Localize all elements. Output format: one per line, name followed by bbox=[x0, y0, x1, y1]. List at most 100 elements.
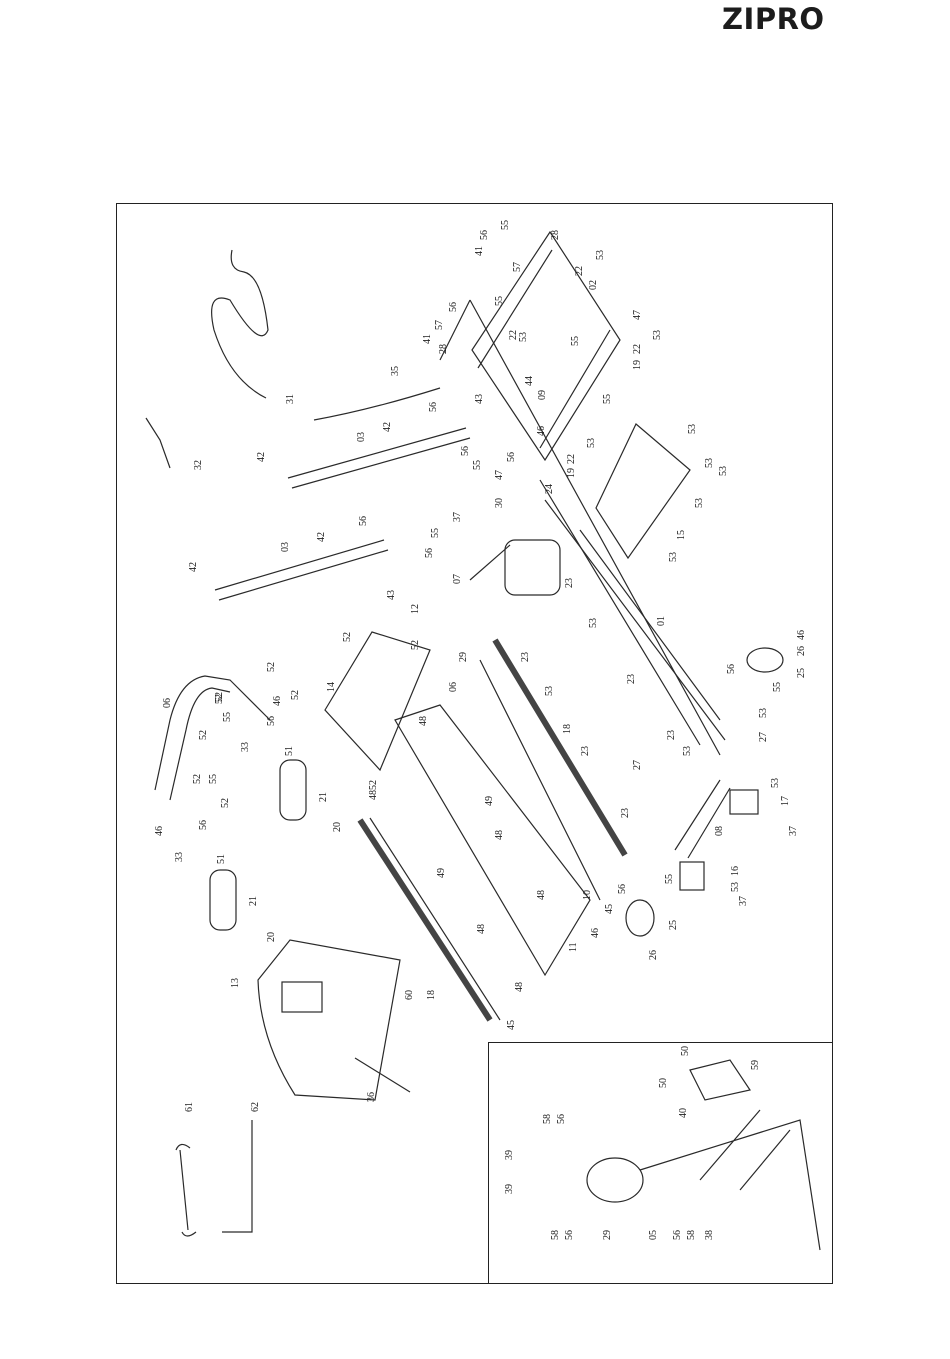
inset-bracket bbox=[689, 1059, 751, 1101]
tube-21b bbox=[209, 869, 237, 931]
handlebar-06-inner bbox=[169, 687, 231, 801]
brand-logo: ZIPRO bbox=[722, 2, 825, 36]
part-label: 06 bbox=[448, 682, 459, 692]
part-label: 60 bbox=[404, 990, 415, 1000]
wrench-61 bbox=[175, 1143, 197, 1237]
console-13 bbox=[257, 939, 401, 1101]
part-label: 55 bbox=[494, 296, 505, 306]
power-cord bbox=[211, 249, 269, 399]
roller-07 bbox=[469, 544, 511, 581]
part-label: 52 bbox=[198, 730, 209, 740]
part-label: 29 bbox=[602, 1230, 613, 1240]
part-label: 53 bbox=[586, 438, 597, 448]
part-label: 52 bbox=[192, 774, 203, 784]
part-label: 11 bbox=[568, 942, 579, 952]
part-label: 55 bbox=[208, 774, 219, 784]
part-label: 46 bbox=[796, 630, 807, 640]
allen-key-62 bbox=[222, 1120, 253, 1233]
motor-detail-inset bbox=[488, 1042, 833, 1284]
part-label: 33 bbox=[174, 852, 185, 862]
cap-16 bbox=[679, 861, 705, 891]
inset-frame bbox=[639, 1109, 821, 1251]
part-label: 52 bbox=[220, 798, 231, 808]
part-label: 03 bbox=[280, 542, 291, 552]
part-label: 12 bbox=[410, 604, 421, 614]
part-label: 07 bbox=[452, 574, 463, 584]
part-label: 27 bbox=[758, 732, 769, 742]
part-label: 59 bbox=[750, 1060, 761, 1070]
part-label: 32 bbox=[193, 460, 204, 470]
part-label: 58 bbox=[542, 1114, 553, 1124]
part-label: 55 bbox=[472, 460, 483, 470]
part-label: 53 bbox=[588, 618, 599, 628]
part-label: 23 bbox=[626, 674, 637, 684]
part-label: 23 bbox=[520, 652, 531, 662]
part-label: 47 bbox=[632, 310, 643, 320]
part-label: 20 bbox=[332, 822, 343, 832]
wire-35 bbox=[313, 387, 441, 421]
part-label: 18 bbox=[426, 990, 437, 1000]
part-label: 53 bbox=[544, 686, 555, 696]
part-label: 19 bbox=[632, 360, 643, 370]
part-label: 53 bbox=[668, 552, 679, 562]
part-label: 08 bbox=[714, 826, 725, 836]
part-label: 53 bbox=[687, 424, 698, 434]
part-label: 48 bbox=[368, 790, 379, 800]
part-label: 56 bbox=[506, 452, 517, 462]
part-label: 58 bbox=[686, 1230, 697, 1240]
part-label: 13 bbox=[230, 978, 241, 988]
part-label: 23 bbox=[580, 746, 591, 756]
console-display bbox=[281, 981, 323, 1013]
part-label: 57 bbox=[512, 262, 523, 272]
part-label: 56 bbox=[672, 1230, 683, 1240]
part-label: 37 bbox=[738, 896, 749, 906]
part-label: 22 bbox=[632, 344, 643, 354]
part-label: 56 bbox=[198, 820, 209, 830]
part-label: 55 bbox=[602, 394, 613, 404]
deck-rail-45 bbox=[369, 659, 601, 1021]
part-label: 45 bbox=[604, 904, 615, 914]
part-label: 25 bbox=[668, 920, 679, 930]
diagram-frame bbox=[116, 203, 833, 1284]
part-label: 21 bbox=[248, 896, 259, 906]
part-label: 23 bbox=[564, 578, 575, 588]
part-label: 24 bbox=[544, 484, 555, 494]
part-label: 09 bbox=[537, 390, 548, 400]
part-label: 14 bbox=[326, 682, 337, 692]
part-label: 48 bbox=[476, 924, 487, 934]
part-label: 56 bbox=[448, 302, 459, 312]
part-label: 46 bbox=[590, 928, 601, 938]
part-label: 53 bbox=[694, 498, 705, 508]
part-label: 39 bbox=[504, 1184, 515, 1194]
part-label: 56 bbox=[564, 1230, 575, 1240]
part-label: 31 bbox=[285, 394, 296, 404]
part-label: 36 bbox=[366, 1092, 377, 1102]
part-label: 53 bbox=[758, 708, 769, 718]
part-label: 53 bbox=[770, 778, 781, 788]
part-label: 33 bbox=[240, 742, 251, 752]
part-label: 44 bbox=[524, 376, 535, 386]
handlebar-06 bbox=[154, 675, 271, 791]
part-label: 42 bbox=[316, 532, 327, 542]
part-label: 35 bbox=[390, 366, 401, 376]
part-label: 50 bbox=[658, 1078, 669, 1088]
part-label: 51 bbox=[284, 746, 295, 756]
part-label: 48 bbox=[536, 890, 547, 900]
part-label: 49 bbox=[484, 796, 495, 806]
part-label: 06 bbox=[162, 698, 173, 708]
part-label: 45 bbox=[506, 1020, 517, 1030]
deck-belt-18b bbox=[492, 638, 628, 857]
part-label: 56 bbox=[726, 664, 737, 674]
part-label: 28 bbox=[550, 230, 561, 240]
part-label: 46 bbox=[272, 696, 283, 706]
part-label: 29 bbox=[458, 652, 469, 662]
part-label: 53 bbox=[518, 332, 529, 342]
upright-03-top bbox=[287, 427, 471, 489]
part-label: 53 bbox=[595, 250, 606, 260]
part-label: 21 bbox=[318, 792, 329, 802]
part-label: 17 bbox=[780, 796, 791, 806]
inset-motor bbox=[586, 1157, 644, 1203]
deck-belt-18a bbox=[357, 818, 493, 1022]
part-label: 56 bbox=[424, 548, 435, 558]
